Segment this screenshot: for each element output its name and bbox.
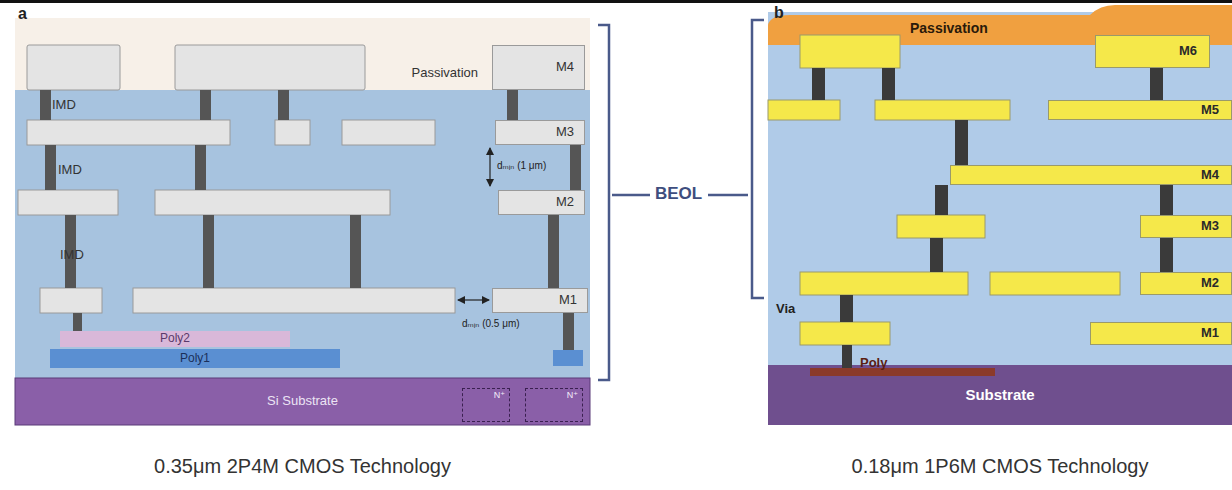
substrate: Si Substrate N⁺ N⁺ <box>15 378 590 425</box>
poly-layer: Poly1 <box>50 349 340 368</box>
layer-label: M1 <box>559 293 577 307</box>
layer-label: Passivation <box>910 21 988 36</box>
diffusion-region: N⁺ <box>462 388 510 422</box>
dimension-label: dₘᵢₙ (0.5 μm) <box>462 318 520 330</box>
metal-layer: M4 <box>950 165 1232 185</box>
layer-label: Poly1 <box>180 352 210 365</box>
part-name: Poly <box>860 356 887 371</box>
layer-label: Si Substrate <box>267 394 338 408</box>
metal-layer: M6 <box>1095 35 1210 68</box>
layer-label: M2 <box>556 195 574 209</box>
metal-layer: M1 <box>1090 322 1232 345</box>
caption: 0.18μm 1P6M CMOS Technology <box>768 455 1232 478</box>
metal-layer: M3 <box>495 120 585 145</box>
metal-layer: M4 <box>492 45 585 90</box>
layer-label: M6 <box>1179 44 1197 58</box>
layer-label: Poly2 <box>160 332 190 345</box>
layer-name: IMD <box>52 98 76 113</box>
metal-layer: M3 <box>1140 215 1232 238</box>
layer-label: M1 <box>1201 326 1219 340</box>
bracket-label: BEOL <box>655 184 702 204</box>
layer-label: N⁺ <box>494 391 505 401</box>
layer-name: IMD <box>58 163 82 178</box>
metal-layer: M1 <box>492 288 588 313</box>
layer-label: Passivation <box>412 66 478 80</box>
metal-layer: M2 <box>498 190 585 215</box>
poly-layer: Poly2 <box>60 331 290 347</box>
layer-label: Substrate <box>965 387 1034 404</box>
layer-label: M3 <box>556 125 574 139</box>
substrate: Substrate <box>768 365 1232 425</box>
caption: 0.35μm 2P4M CMOS Technology <box>15 455 590 478</box>
diffusion-region: N⁺ <box>525 388 583 422</box>
part-name: Via <box>776 302 795 317</box>
layer-label: M3 <box>1201 219 1219 233</box>
panel-letter: a <box>18 5 27 23</box>
panel-letter: b <box>774 4 784 22</box>
layer-label: M5 <box>1201 103 1219 117</box>
layer-label: N⁺ <box>567 391 578 401</box>
dimension-label: dₘᵢₙ (1 μm) <box>497 160 546 172</box>
layer-label: M4 <box>556 60 574 74</box>
layer-name: IMD <box>60 248 84 263</box>
layer-label: M4 <box>1201 168 1219 182</box>
layer-label: M2 <box>1201 276 1219 290</box>
metal-layer: M2 <box>1140 272 1232 295</box>
metal-layer: M5 <box>1048 100 1232 120</box>
